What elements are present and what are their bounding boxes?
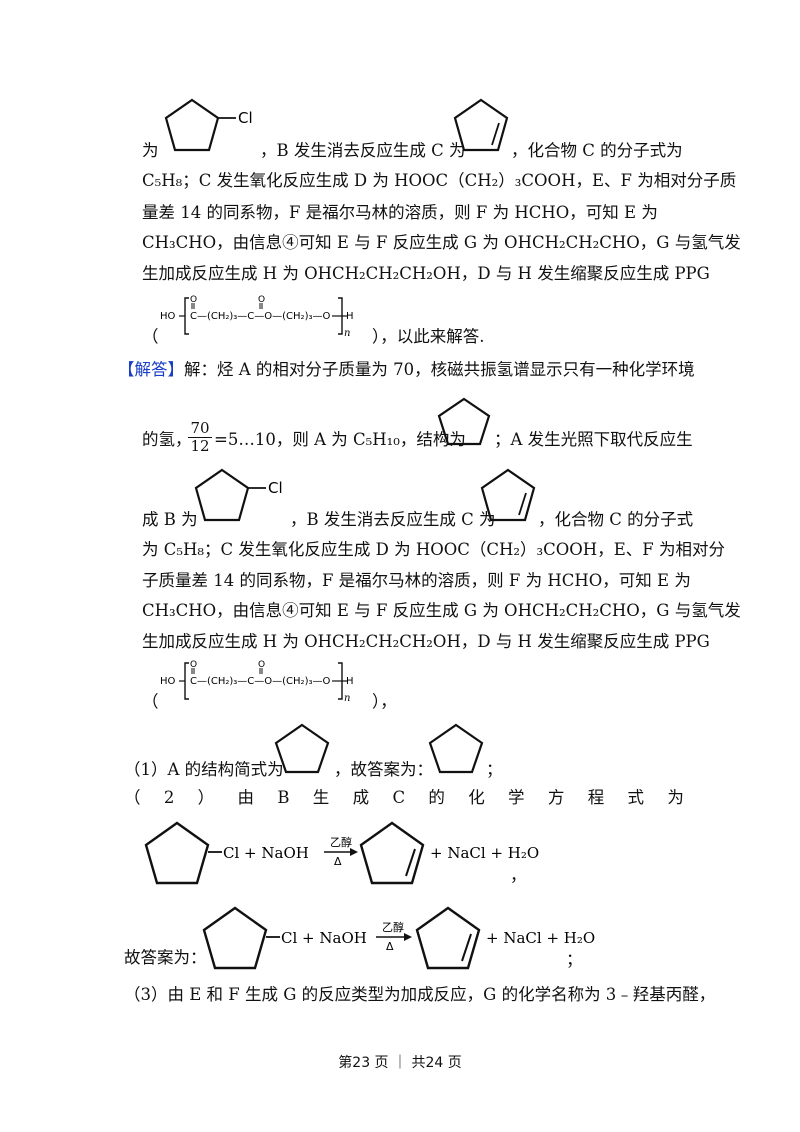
q1-cyclopentane-structure: [274, 723, 330, 774]
svg-text:O: O: [190, 295, 197, 305]
svg-text:+ NaCl + H₂O: + NaCl + H₂O: [486, 929, 595, 947]
svg-text:Cl + NaOH: Cl + NaOH: [223, 844, 309, 862]
answer-line2a: 的氢，: [142, 430, 192, 449]
page-footer: 第23 页 ｜ 共24 页: [338, 1055, 462, 1071]
q2-prompt-char: 化: [468, 788, 485, 807]
svg-text:Δ: Δ: [334, 855, 342, 868]
q2-prompt-char: 程: [587, 788, 605, 807]
q2-equation-1: Cl + NaOH 乙醇 Δ + NaCl + H₂O: [144, 821, 539, 885]
svg-text:乙醇: 乙醇: [330, 835, 352, 849]
answer-line3a: 成 B 为: [142, 510, 198, 529]
svg-text:Cl: Cl: [268, 479, 283, 497]
q2-comma: ，: [510, 866, 527, 885]
b1-line1b: ，B 发生消去反应生成 C 为: [260, 141, 466, 160]
fraction-denominator: 12: [190, 437, 210, 455]
b1-line1a: 为: [142, 141, 159, 160]
b1-line2: C₅H₈；C 发生氧化反应生成 D 为 HOOC（CH₂）₃COOH，E、F 为…: [142, 171, 737, 190]
q2-prompt-line: （ 2 ） 由 B 生 成 C 的 化 学 方 程 式 为: [124, 788, 684, 808]
q2-prompt-char: 方: [547, 788, 565, 807]
q2-prompt-char: （: [124, 788, 141, 807]
ppg-polymer-structure-2: HO C—(CH₂)₃—C—O—(CH₂)₃—O O O H n: [160, 660, 354, 704]
q2-prompt-char: 为: [667, 788, 684, 807]
q2-prompt-char: 2: [163, 788, 175, 807]
svg-text:O: O: [190, 660, 197, 670]
b1-line3: 量差 14 的同系物，F 是福尔马林的溶质，则 F 为 HCHO，可知 E 为: [142, 203, 658, 222]
svg-text:HO: HO: [160, 676, 176, 687]
answer-line3c: ，化合物 C 的分子式: [538, 510, 694, 529]
svg-text:C—(CH₂)₃—C—O—(CH₂)₃—O: C—(CH₂)₃—C—O—(CH₂)₃—O: [190, 311, 330, 322]
cyclopentene-structure-2: [480, 468, 536, 522]
answer-line2c: ；A 发生光照下取代反应生: [494, 430, 693, 449]
q2-prompt-char: ）: [197, 788, 215, 807]
q2-prompt-char: 式: [627, 788, 645, 807]
svg-text:n: n: [344, 693, 350, 704]
answer-line6: CH₃CHO，由信息④可知 E 与 F 反应生成 G 为 OHCH₂CH₂CHO…: [142, 601, 741, 620]
q1-text-a: （1）A 的结构简式为: [124, 760, 284, 779]
q2-prompt-char: C: [392, 788, 406, 807]
svg-text:O: O: [258, 660, 265, 670]
chlorocyclopentane-structure: Cl: [164, 98, 253, 152]
q2-equation-2: Cl + NaOH 乙醇 Δ + NaCl + H₂O: [202, 906, 595, 970]
q1-text-c: ；: [486, 760, 503, 779]
svg-text:+ NaCl + H₂O: + NaCl + H₂O: [430, 844, 539, 862]
svg-text:O: O: [258, 295, 265, 305]
fraction: 70 12: [188, 420, 212, 455]
svg-text:HO: HO: [160, 311, 176, 322]
q3-text: （3）由 E 和 F 生成 G 的反应类型为加成反应，G 的化学名称为 3﹣羟基…: [124, 985, 716, 1004]
fraction-numerator: 70: [190, 419, 210, 437]
q2-prompt-char: B: [277, 788, 290, 807]
svg-text:n: n: [344, 328, 350, 339]
b1-line5: 生加成反应生成 H 为 OHCH₂CH₂CH₂OH，D 与 H 发生缩聚反应生成…: [142, 264, 710, 283]
q2-prompt-char: 学: [508, 788, 525, 807]
cyclopentene-structure: [453, 98, 509, 152]
b1-line1c: ，化合物 C 的分子式为: [511, 141, 683, 160]
chlorocyclopentane-structure-2: Cl: [194, 468, 283, 522]
answer-line5: 子质量差 14 的同系物，F 是福尔马林的溶质，则 F 为 HCHO，可知 E …: [142, 571, 691, 590]
svg-text:Δ: Δ: [386, 940, 394, 953]
q2-prompt-char: 的: [428, 788, 445, 807]
answer-label: 【解答】: [118, 360, 184, 379]
b1-polymer-close: ），以此来解答.: [372, 327, 485, 346]
ppg-polymer-structure-1: HO C—(CH₂)₃—C—O—(CH₂)₃—O O O H n: [160, 295, 354, 339]
svg-text:乙醇: 乙醇: [382, 920, 404, 934]
answer-line1: 【解答】解：烃 A 的相对分子质量为 70，核磁共振氢谱显示只有一种化学环境: [118, 360, 695, 379]
answer-polymer-close: ），: [372, 692, 397, 711]
b1-polymer-open: （: [142, 327, 159, 346]
q1-text-b: ，故答案为：: [334, 760, 433, 779]
cyclopentane-structure: [437, 397, 491, 446]
answer-polymer-open: （: [142, 692, 159, 711]
q2-prompt-char: 成: [352, 788, 370, 807]
answer-line4: 为 C₅H₈；C 发生氧化反应生成 D 为 HOOC（CH₂）₃COOH，E、F…: [142, 540, 725, 559]
svg-text:H: H: [346, 311, 354, 322]
q2-prompt-char: 由: [237, 788, 254, 807]
answer-line3b: ，B 发生消去反应生成 C 为: [290, 510, 496, 529]
cl-label: Cl: [238, 109, 253, 127]
q2-answer-label: 故答案为：: [124, 948, 207, 967]
q2-prompt-char: 生: [312, 788, 330, 807]
svg-text:C—(CH₂)₃—C—O—(CH₂)₃—O: C—(CH₂)₃—C—O—(CH₂)₃—O: [190, 676, 330, 687]
svg-text:Cl + NaOH: Cl + NaOH: [281, 929, 367, 947]
q1-answer-cyclopentane-structure: [428, 723, 484, 774]
svg-text:H: H: [346, 676, 354, 687]
q2-semicolon: ；: [566, 950, 583, 969]
answer-line2b: =5…10，则 A 为 C₅H₁₀，结构为: [214, 430, 466, 449]
answer-line7: 生加成反应生成 H 为 OHCH₂CH₂CH₂OH，D 与 H 发生缩聚反应生成…: [142, 632, 710, 651]
b1-line4: CH₃CHO，由信息④可知 E 与 F 反应生成 G 为 OHCH₂CH₂CHO…: [142, 233, 741, 252]
